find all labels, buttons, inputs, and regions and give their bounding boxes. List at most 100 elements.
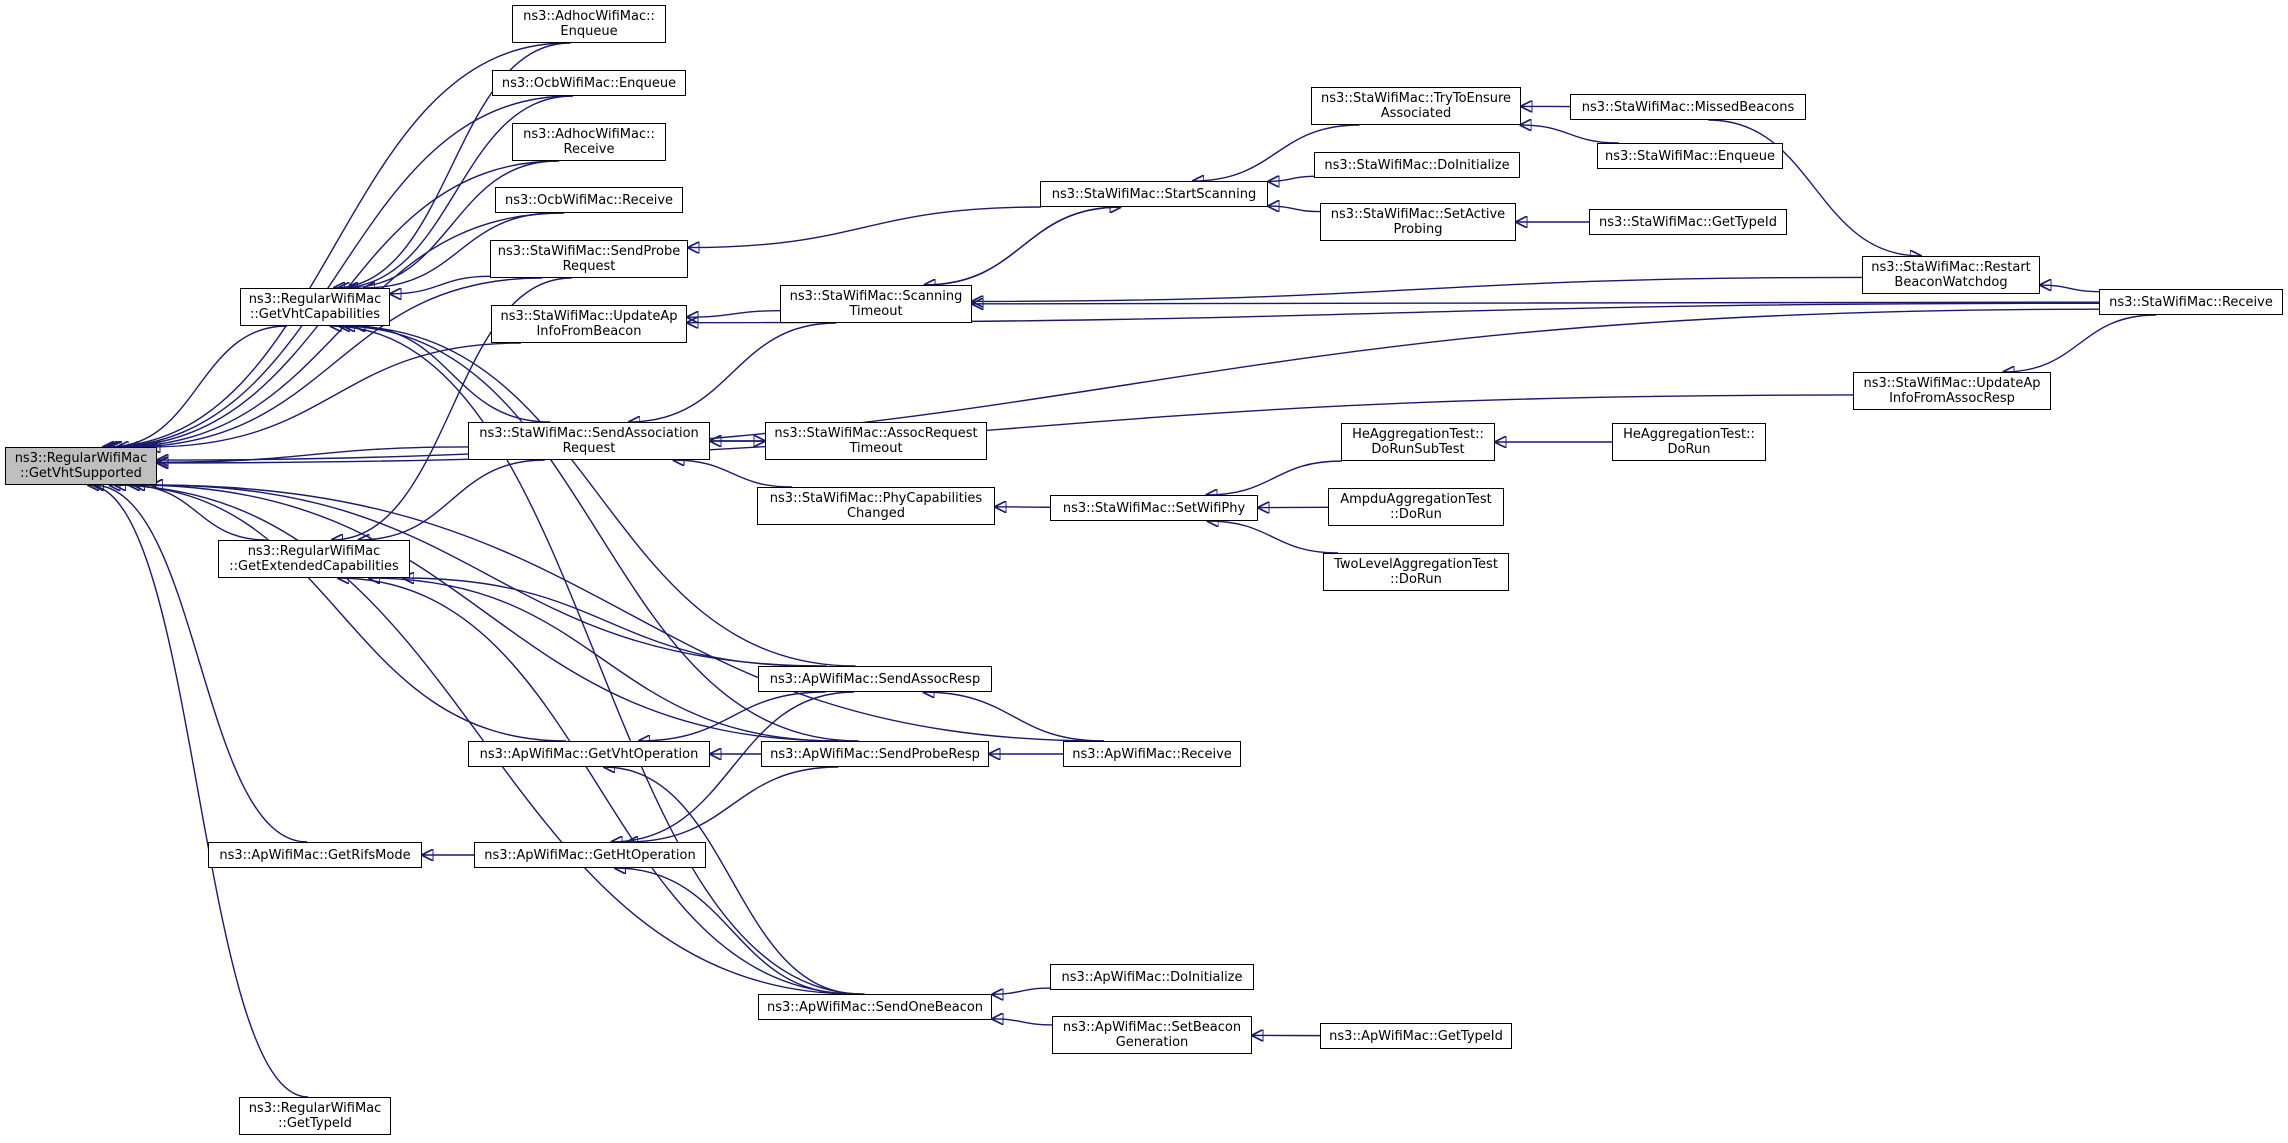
edge-n_sendprobe-to-n_getextcap — [331, 277, 572, 540]
edge-n_ocbenq-to-n_root — [106, 95, 572, 447]
node-label: Timeout — [849, 441, 903, 456]
edge-n_sendproberesp-to-n_gethtop — [627, 766, 839, 842]
node-label: AmpduAggregationTest — [1340, 492, 1492, 507]
node-label: ns3::ApWifiMac::SendAssocResp — [769, 671, 981, 687]
node-label: DoRunSubTest — [1371, 442, 1465, 457]
edge-n_updateapassoc-to-n_root — [157, 394, 1854, 463]
edge-n_setbeacongen-to-n_sendonebeacon — [992, 1019, 1053, 1026]
node-label: ::DoRun — [1390, 572, 1442, 587]
edge-n_sendassocresp-to-n_root — [152, 485, 827, 667]
edge-n_sendonebeacon-to-n_getextcap — [338, 578, 859, 995]
node-label: ns3::StaWifiMac::UpdateAp — [500, 309, 678, 324]
node-apwifimac-doinitialize[interactable]: ns3::ApWifiMac::DoInitialize — [1050, 964, 1254, 990]
node-stawifimac-gettypeid[interactable]: ns3::StaWifiMac::GetTypeId — [1589, 209, 1787, 235]
node-adhocwifimac-receive[interactable]: ns3::AdhocWifiMac::Receive — [512, 123, 666, 161]
edge-n_adhocenq-to-n_getvhtcap — [333, 42, 571, 288]
edge-n_restartwd-to-n_scantimeout — [972, 276, 1863, 301]
node-apwifimac-getvhtoperation[interactable]: ns3::ApWifiMac::GetVhtOperation — [468, 741, 710, 767]
node-label: ::DoRun — [1390, 507, 1442, 522]
edge-n_sendassoc-to-n_root — [157, 446, 469, 462]
node-apwifimac-getrifsmode[interactable]: ns3::ApWifiMac::GetRifsMode — [208, 842, 422, 868]
edge-n_scantimeout-to-n_startscan — [924, 207, 1121, 286]
node-label: ns3::RegularWifiMac — [14, 451, 148, 466]
edge-n_adhocenq-to-n_root — [103, 42, 568, 447]
edge-n_sendproberesp-to-n_getextcap — [369, 578, 838, 742]
edge-n_scantimeout-to-n_sendassoc — [629, 322, 837, 422]
node-label: ns3::ApWifiMac::SetBeacon — [1062, 1020, 1242, 1035]
node-label: ns3::ApWifiMac::GetTypeId — [1329, 1028, 1503, 1044]
node-ampduaggregationtest-dorun[interactable]: AmpduAggregationTest::DoRun — [1328, 488, 1504, 526]
edge-n_scantimeout-to-n_updateapbeacon — [687, 309, 781, 317]
node-label: ns3::StaWifiMac::SetWifiPhy — [1062, 500, 1246, 516]
node-regularwifimac-getvhtsupported[interactable]: ns3::RegularWifiMac::GetVhtSupported — [5, 447, 157, 485]
node-label: ns3::StaWifiMac::Enqueue — [1605, 148, 1775, 164]
edge-n_setactiveprobing-to-n_startscan — [1268, 206, 1321, 213]
node-label: ns3::ApWifiMac::Receive — [1072, 746, 1232, 762]
edge-n_sendproberesp-to-n_root — [133, 485, 840, 742]
node-label: ns3::AdhocWifiMac:: — [523, 9, 655, 24]
node-label: ns3::StaWifiMac::Restart — [1871, 260, 2031, 275]
node-regularwifimac-gettypeid[interactable]: ns3::RegularWifiMac::GetTypeId — [239, 1097, 391, 1135]
node-stawifimac-enqueue[interactable]: ns3::StaWifiMac::Enqueue — [1597, 143, 1783, 169]
node-stawifimac-missedbeacons[interactable]: ns3::StaWifiMac::MissedBeacons — [1570, 94, 1806, 120]
node-stawifimac-doinitialize[interactable]: ns3::StaWifiMac::DoInitialize — [1314, 152, 1520, 178]
node-label: Probing — [1393, 222, 1443, 237]
edge-n_starecv-to-n_updateapassoc — [2003, 314, 2157, 372]
node-label: Request — [562, 259, 616, 274]
node-ocbwifimac-enqueue[interactable]: ns3::OcbWifiMac::Enqueue — [492, 70, 686, 96]
node-regularwifimac-getextendedcapabilities[interactable]: ns3::RegularWifiMac::GetExtendedCapabili… — [218, 540, 410, 578]
node-ocbwifimac-receive[interactable]: ns3::OcbWifiMac::Receive — [495, 187, 683, 213]
edge-n_sendassocresp-to-n_getvhtcap — [344, 326, 856, 667]
node-label: ns3::StaWifiMac::PhyCapabilities — [769, 491, 983, 506]
node-apwifimac-sendassocresp[interactable]: ns3::ApWifiMac::SendAssocResp — [758, 666, 992, 692]
node-heaggregationtest-dorunsubtest[interactable]: HeAggregationTest::DoRunSubTest — [1341, 423, 1495, 461]
edge-n_getvhtcap-to-n_root — [109, 325, 288, 447]
node-apwifimac-gettypeid[interactable]: ns3::ApWifiMac::GetTypeId — [1320, 1023, 1512, 1049]
edge-n_sendonebeacon-to-n_getvhtop — [604, 767, 861, 995]
node-apwifimac-sendproberesp[interactable]: ns3::ApWifiMac::SendProbeResp — [761, 741, 989, 767]
edge-n_sendproberesp-to-n_getvhtcap — [339, 326, 859, 742]
node-label: InfoFromAssocResp — [1889, 391, 2015, 406]
node-label: ns3::ApWifiMac::GetRifsMode — [219, 847, 411, 863]
edge-n_trytoensure-to-n_startscan — [1193, 124, 1360, 181]
node-adhocwifimac-enqueue[interactable]: ns3::AdhocWifiMac::Enqueue — [512, 5, 666, 43]
node-stawifimac-setwifiphy[interactable]: ns3::StaWifiMac::SetWifiPhy — [1050, 495, 1258, 521]
edge-n_sendonebeacon-to-n_gethtop — [614, 868, 851, 995]
node-label: ns3::AdhocWifiMac:: — [523, 127, 655, 142]
node-apwifimac-sendonebeacon[interactable]: ns3::ApWifiMac::SendOneBeacon — [758, 994, 992, 1020]
edge-n_updateapbeacon-to-n_root — [149, 342, 522, 447]
edge-n_staenqueue-to-n_trytoensure — [1520, 125, 1619, 144]
node-label: ns3::StaWifiMac::GetTypeId — [1599, 214, 1777, 230]
node-regularwifimac-getvhtcapabilities[interactable]: ns3::RegularWifiMac::GetVhtCapabilities — [240, 288, 390, 326]
edge-n_sendassocresp-to-n_gethtop — [611, 691, 854, 842]
node-label: HeAggregationTest:: — [1352, 427, 1484, 442]
edge-n_starecv-to-n_restartwd — [2040, 285, 2100, 293]
node-stawifimac-receive[interactable]: ns3::StaWifiMac::Receive — [2099, 289, 2283, 315]
node-twolevelaggregationtest-dorun[interactable]: TwoLevelAggregationTest::DoRun — [1323, 553, 1509, 591]
node-label: Timeout — [849, 304, 903, 319]
node-label: ns3::RegularWifiMac — [247, 544, 381, 559]
node-stawifimac-startscanning[interactable]: ns3::StaWifiMac::StartScanning — [1040, 181, 1268, 207]
edge-n_sendonebeacon-to-n_root — [109, 485, 856, 995]
node-apwifimac-gethtoperation[interactable]: ns3::ApWifiMac::GetHtOperation — [474, 842, 706, 868]
node-label: ns3::OcbWifiMac::Enqueue — [501, 75, 677, 91]
edge-n_twolevel-to-n_setwifiphy — [1207, 521, 1339, 554]
node-label: ns3::RegularWifiMac — [248, 292, 382, 307]
node-heaggregationtest-dorun[interactable]: HeAggregationTest::DoRun — [1612, 423, 1766, 461]
edge-n_getrifs-to-n_root — [92, 485, 308, 843]
node-label: ns3::StaWifiMac::StartScanning — [1051, 186, 1257, 202]
edge-n_ocbenq-to-n_getvhtcap — [338, 95, 574, 288]
node-apwifimac-receive[interactable]: ns3::ApWifiMac::Receive — [1063, 741, 1241, 767]
node-label: ns3::ApWifiMac::SendOneBeacon — [766, 999, 984, 1015]
